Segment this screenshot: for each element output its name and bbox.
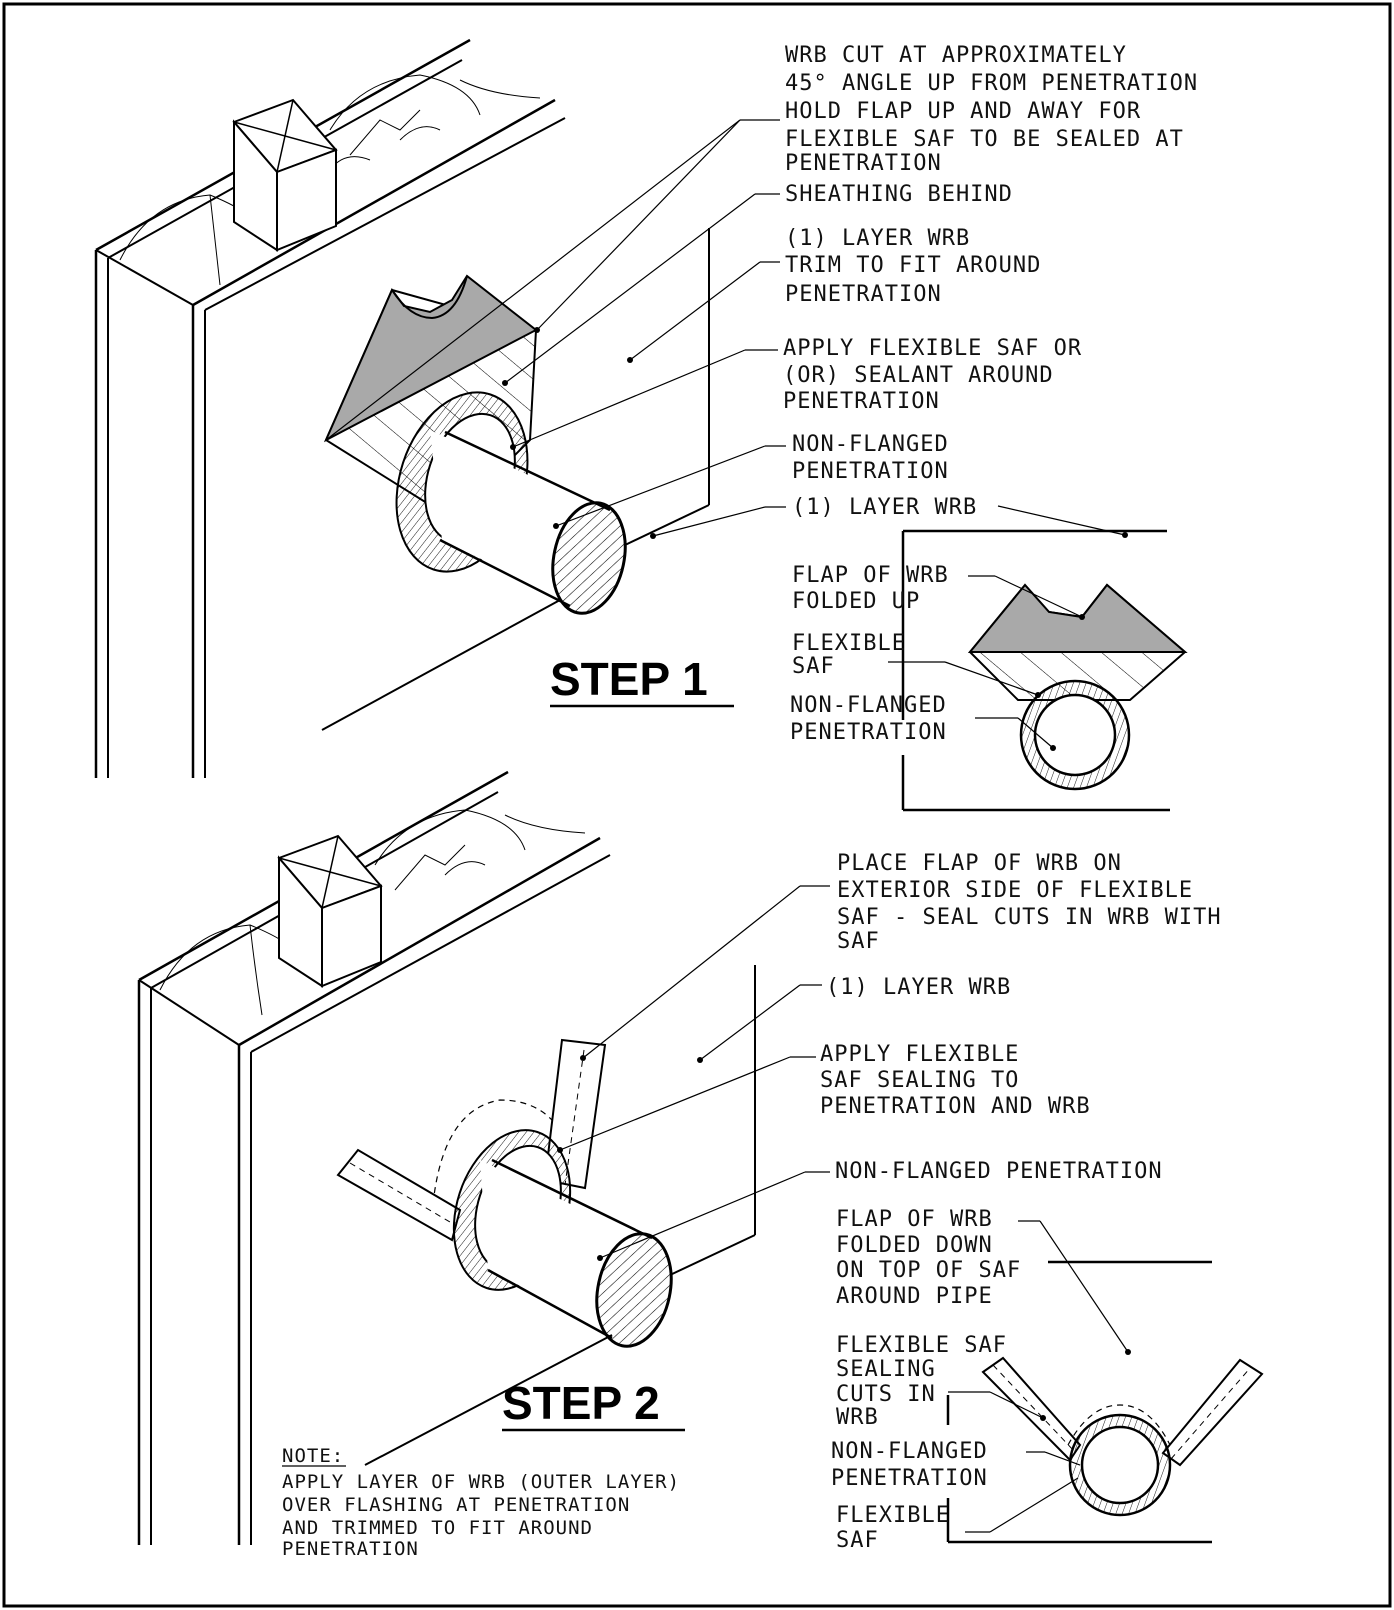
callout-non-flanged-2: NON-FLANGED PENETRATION bbox=[835, 1159, 1163, 1184]
step2-isometric bbox=[137, 770, 756, 1545]
step1-section-labels: FLAP OF WRB FOLDED UP FLEXIBLE SAF NON-F… bbox=[790, 563, 1085, 751]
section1-flap-label: FLAP OF WRB FOLDED UP bbox=[792, 563, 963, 614]
step1-callouts: WRB CUT AT APPROXIMATELY 45° ANGLE UP FR… bbox=[783, 43, 1212, 520]
step2-section bbox=[946, 1260, 1264, 1544]
note-body: APPLY LAYER OF WRB (OUTER LAYER) OVER FL… bbox=[282, 1471, 693, 1560]
section2-flap-label: FLAP OF WRB FOLDED DOWN ON TOP OF SAF AR… bbox=[836, 1207, 1035, 1309]
note-heading: NOTE: bbox=[282, 1445, 344, 1467]
callout-non-flanged-1: NON-FLANGED PENETRATION bbox=[792, 432, 963, 484]
step1-isometric bbox=[94, 38, 710, 778]
step2-note: NOTE: APPLY LAYER OF WRB (OUTER LAYER) O… bbox=[282, 1445, 693, 1560]
section2-saf-sealing-label: FLEXIBLE SAF SEALING CUTS IN WRB bbox=[836, 1333, 1021, 1430]
callout-wrb-cut: WRB CUT AT APPROXIMATELY 45° ANGLE UP FR… bbox=[785, 43, 1212, 176]
step2-callouts: PLACE FLAP OF WRB ON EXTERIOR SIDE OF FL… bbox=[820, 851, 1236, 1184]
section2-saf-label: FLEXIBLE SAF bbox=[836, 1503, 964, 1553]
callout-layer-wrb-1: (1) LAYER WRB bbox=[792, 495, 977, 520]
callout-layer-wrb-2: (1) LAYER WRB bbox=[826, 975, 1011, 1000]
callout-apply-saf: APPLY FLEXIBLE SAF OR (OR) SEALANT AROUN… bbox=[783, 336, 1096, 414]
section1-pipe-label: NON-FLANGED PENETRATION bbox=[790, 693, 961, 745]
section2-pipe-label: NON-FLANGED PENETRATION bbox=[831, 1439, 1002, 1491]
section1-saf-label: FLEXIBLE SAF bbox=[792, 631, 920, 679]
step1-leaders bbox=[325, 119, 1128, 539]
step2-section-labels: FLAP OF WRB FOLDED DOWN ON TOP OF SAF AR… bbox=[831, 1207, 1131, 1553]
step2-leaders bbox=[557, 885, 830, 1261]
step1-title: STEP 1 bbox=[550, 653, 708, 705]
step2-title: STEP 2 bbox=[502, 1377, 660, 1429]
callout-apply-saf-2: APPLY FLEXIBLE SAF SEALING TO PENETRATIO… bbox=[820, 1042, 1091, 1119]
callout-sheathing: SHEATHING BEHIND bbox=[785, 182, 1013, 207]
callout-layer-wrb-trim: (1) LAYER WRB TRIM TO FIT AROUND PENETRA… bbox=[785, 226, 1056, 307]
step1-section bbox=[901, 529, 1188, 812]
callout-place-flap: PLACE FLAP OF WRB ON EXTERIOR SIDE OF FL… bbox=[837, 851, 1236, 954]
